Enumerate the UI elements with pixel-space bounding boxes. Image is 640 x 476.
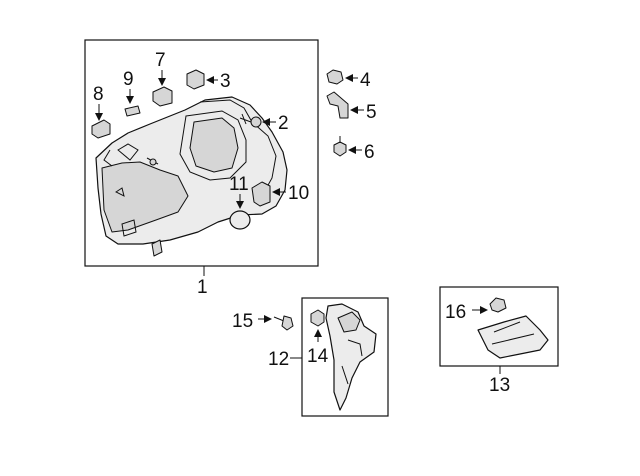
callout-9: 9 xyxy=(123,69,134,90)
callout-1: 1 xyxy=(197,277,208,298)
callout-12: 12 xyxy=(268,349,289,370)
clip-14 xyxy=(310,309,325,342)
callout-13: 13 xyxy=(489,375,510,396)
clip-7 xyxy=(152,70,173,107)
nut-4 xyxy=(326,69,358,85)
callout-8: 8 xyxy=(93,84,104,105)
callout-2: 2 xyxy=(278,113,289,134)
callout-16: 16 xyxy=(445,302,466,323)
screw-2 xyxy=(239,113,276,128)
right-trim-box xyxy=(439,286,559,367)
bolt-15 xyxy=(258,315,294,331)
lower-trim-box xyxy=(301,297,389,417)
right-trim-panel xyxy=(477,315,549,359)
cap-11 xyxy=(229,194,251,230)
callout-7: 7 xyxy=(155,50,166,71)
callout-3: 3 xyxy=(220,71,231,92)
push-pin-16 xyxy=(472,297,507,314)
main-assembly-box xyxy=(84,39,319,267)
retainer-3 xyxy=(186,69,218,90)
callout-4: 4 xyxy=(360,70,371,91)
pad-9 xyxy=(124,89,141,117)
push-pin-panel xyxy=(146,157,159,166)
callout-6: 6 xyxy=(364,142,375,163)
callout-15: 15 xyxy=(232,311,253,332)
clip-bottom xyxy=(151,239,163,257)
bracket-5 xyxy=(326,91,364,119)
cover-10 xyxy=(251,181,286,207)
callout-10: 10 xyxy=(288,183,309,204)
callout-11: 11 xyxy=(229,174,249,195)
callout-14: 14 xyxy=(307,346,329,367)
bolt-6 xyxy=(333,136,362,157)
lower-trim-panel xyxy=(325,303,377,411)
clip-8 xyxy=(91,104,111,139)
callout-5: 5 xyxy=(366,102,377,123)
